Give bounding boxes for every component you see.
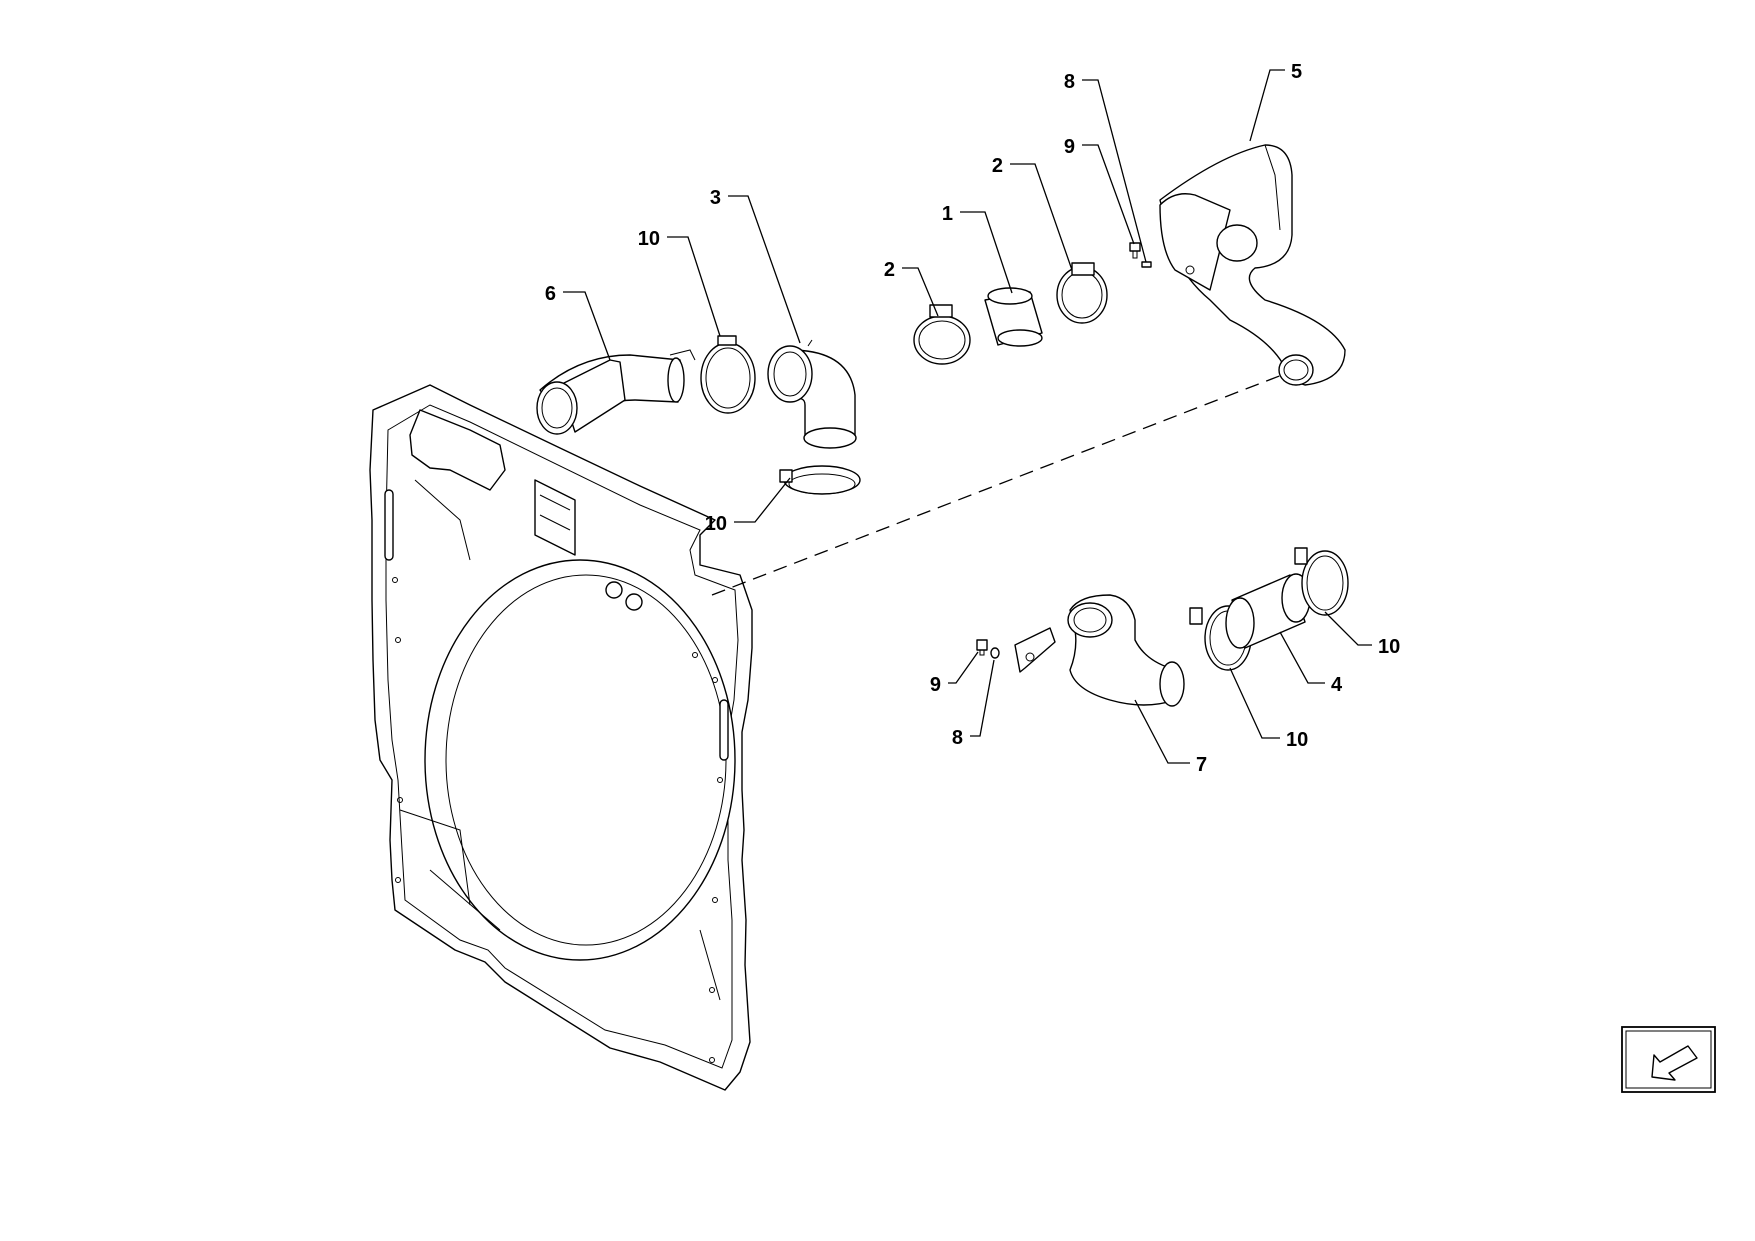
callout-label: 10 xyxy=(705,513,727,535)
callout-label: 2 xyxy=(884,259,895,281)
screw-part-9-top xyxy=(1129,242,1141,259)
callout-label: 7 xyxy=(1196,754,1207,776)
screw-part-9-bottom xyxy=(976,639,988,656)
callout-label: 9 xyxy=(930,674,941,696)
callout-label: 9 xyxy=(1064,136,1075,158)
callout-label: 1 xyxy=(942,203,953,225)
callout-label: 10 xyxy=(1286,729,1308,751)
radiator-shroud-frame xyxy=(369,384,753,1091)
navigation-arrow-box[interactable] xyxy=(1621,1026,1716,1093)
callout-label: 3 xyxy=(710,187,721,209)
sleeve-part-4 xyxy=(1225,573,1311,649)
elbow-part-3 xyxy=(767,339,857,449)
callout-label: 5 xyxy=(1291,61,1302,83)
callout-label: 10 xyxy=(1378,636,1400,658)
callout-label: 8 xyxy=(1064,71,1075,93)
pipe-part-6 xyxy=(536,349,696,435)
leader-lines xyxy=(563,69,1372,764)
clamp-part-2-left xyxy=(913,304,971,365)
callout-label: 2 xyxy=(992,155,1003,177)
nut-part-8-bottom xyxy=(990,647,1000,659)
callout-label: 8 xyxy=(952,727,963,749)
callout-label: 10 xyxy=(638,228,660,250)
clamp-part-10-upper xyxy=(700,335,756,414)
callout-label: 6 xyxy=(545,283,556,305)
connection-dashed-line xyxy=(711,374,1283,596)
arrow-down-left-icon xyxy=(1651,1045,1698,1081)
clamp-part-2-right xyxy=(1056,262,1108,324)
clamp-part-10-lower xyxy=(779,465,861,495)
clamp-part-10-bottom-right xyxy=(1294,547,1349,616)
callout-labels: 1 2 2 3 4 5 6 7 8 8 9 9 10 10 10 10 xyxy=(545,61,1400,776)
pipe-part-5 xyxy=(1159,144,1346,386)
nut-part-8-top xyxy=(1141,261,1152,268)
pipe-part-7 xyxy=(1014,594,1185,707)
callout-label: 4 xyxy=(1331,674,1343,696)
sleeve-part-1 xyxy=(984,287,1043,347)
